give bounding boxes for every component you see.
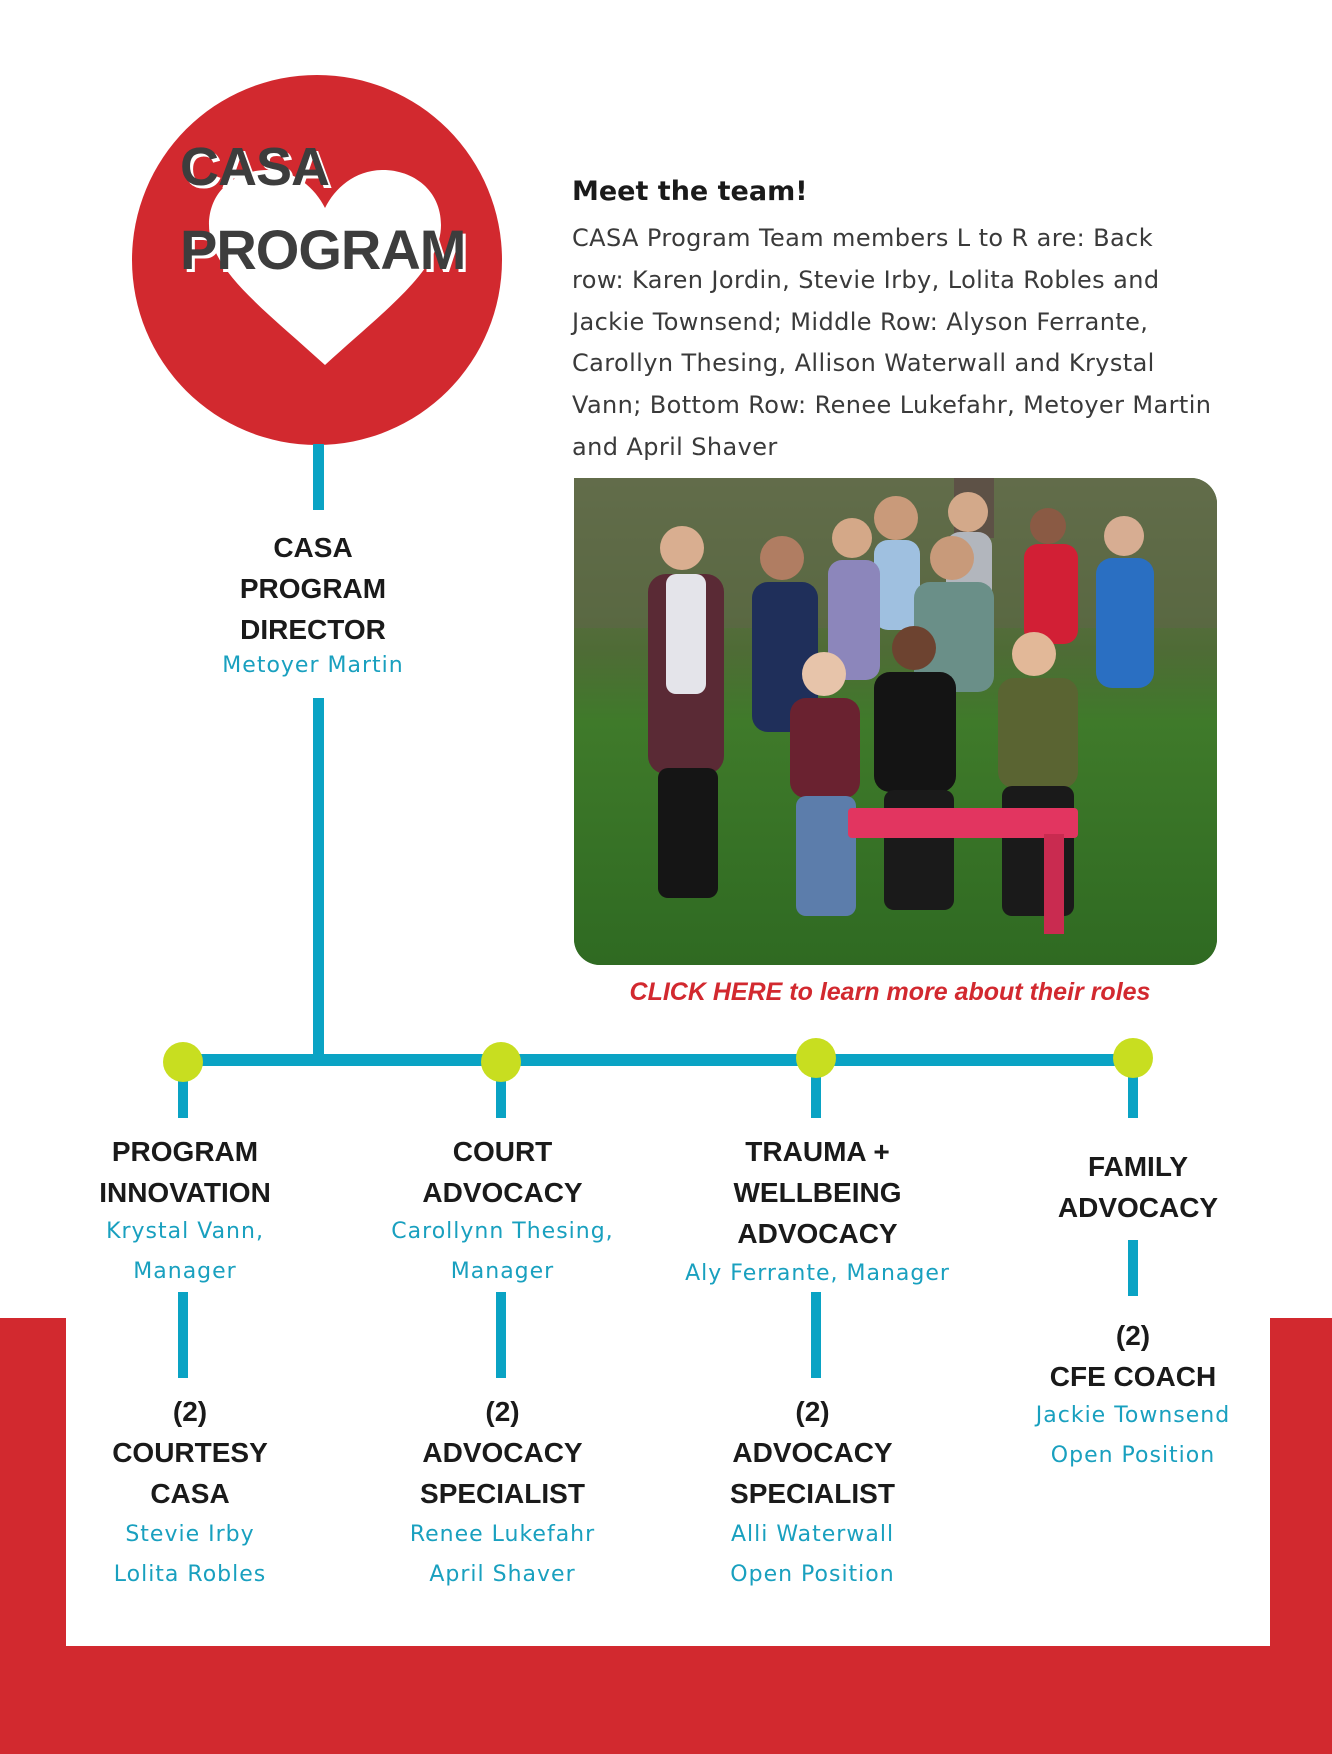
team-3-title-line-1: ADVOCACY: [732, 1437, 893, 1468]
learn-more-rest-text[interactable]: to learn more about their roles: [782, 978, 1151, 1006]
bottom-white-panel: [66, 1318, 1270, 1646]
click-here-text[interactable]: CLICK HERE: [629, 978, 783, 1006]
director-title: CASA PROGRAM DIRECTOR: [158, 527, 468, 650]
logo-casa-text: CASA: [180, 137, 330, 197]
team-photo: [574, 478, 1217, 965]
branch-4-title: FAMILY ADVOCACY: [993, 1146, 1283, 1228]
branch-1-title-line-1: PROGRAM: [111, 1136, 259, 1167]
branch-2-title-line-1: COURT: [452, 1136, 553, 1167]
team-4-title: (2) CFE COACH: [988, 1315, 1278, 1397]
connector-logo-director: [313, 444, 324, 510]
branch-3-manager-line-1: Aly Ferrante, Manager: [685, 1261, 950, 1286]
branch-3-title-line-1: TRAUMA +: [745, 1136, 890, 1167]
team-3-member-2: Open Position: [730, 1562, 895, 1587]
team-1-member-2: Lolita Robles: [113, 1562, 267, 1587]
connector-director-bus: [313, 698, 324, 1060]
node-dot-3: [796, 1038, 836, 1078]
branch-4-title-line-1: FAMILY: [1087, 1151, 1189, 1182]
team-1-members: Stevie Irby Lolita Robles: [40, 1515, 340, 1595]
team-2-title-line-2: SPECIALIST: [420, 1478, 585, 1509]
branch-3-title: TRAUMA + WELLBEING ADVOCACY: [660, 1131, 975, 1254]
branch-2-title-line-2: ADVOCACY: [422, 1177, 583, 1208]
branch-3-title-line-3: ADVOCACY: [737, 1218, 898, 1249]
team-4-member-1: Jackie Townsend: [1035, 1403, 1231, 1428]
connector-team-4: [1128, 1240, 1138, 1296]
connector-team-1: [178, 1292, 188, 1378]
connector-branch-2: [496, 1060, 506, 1118]
team-1-count: (2): [172, 1396, 208, 1427]
team-photo-illustration: [574, 478, 1217, 965]
director-title-line-3: DIRECTOR: [240, 614, 386, 645]
team-2-count: (2): [485, 1396, 520, 1427]
branch-1-title: PROGRAM INNOVATION: [40, 1131, 330, 1213]
team-1-title-line-1: COURTESY: [112, 1437, 268, 1468]
team-2-members: Renee Lukefahr April Shaver: [355, 1515, 650, 1595]
team-2-title-line-1: ADVOCACY: [422, 1437, 583, 1468]
team-1-title: (2) COURTESY CASA: [40, 1391, 340, 1514]
branch-1-manager: Krystal Vann, Manager: [40, 1212, 330, 1292]
branch-2-manager-line-1: Carollynn Thesing,: [391, 1219, 614, 1244]
team-4-members: Jackie Townsend Open Position: [978, 1396, 1288, 1476]
team-4-title-line-1: CFE COACH: [1049, 1361, 1217, 1392]
team-3-members: Alli Waterwall Open Position: [660, 1515, 965, 1595]
branch-3-manager: Aly Ferrante, Manager: [650, 1254, 985, 1294]
team-1-title-line-2: CASA: [150, 1478, 230, 1509]
team-3-title-line-2: SPECIALIST: [730, 1478, 895, 1509]
team-3-title: (2) ADVOCACY SPECIALIST: [660, 1391, 965, 1514]
heart-icon: [209, 170, 441, 365]
learn-more-link[interactable]: CLICK HERE to learn more about their rol…: [560, 978, 1220, 1007]
branch-2-manager-line-2: Manager: [450, 1259, 555, 1284]
branch-1-title-line-2: INNOVATION: [99, 1177, 271, 1208]
connector-horizontal-bus: [183, 1054, 1133, 1066]
team-3-count: (2): [795, 1396, 830, 1427]
team-4-count: (2): [1115, 1320, 1151, 1351]
branch-2-title: COURT ADVOCACY: [355, 1131, 650, 1213]
director-title-line-2: PROGRAM: [239, 573, 387, 604]
logo-program-text: PROGRAM: [180, 218, 466, 281]
connector-branch-1: [178, 1060, 188, 1118]
team-2-member-1: Renee Lukefahr: [409, 1522, 596, 1547]
node-dot-1: [163, 1042, 203, 1082]
team-1-member-1: Stevie Irby: [125, 1522, 255, 1547]
branch-3-title-line-2: WELLBEING: [733, 1177, 902, 1208]
director-title-line-1: CASA: [273, 532, 353, 563]
connector-team-2: [496, 1292, 506, 1378]
branch-4-title-line-2: ADVOCACY: [1057, 1192, 1219, 1223]
node-dot-2: [481, 1042, 521, 1082]
branch-1-manager-line-1: Krystal Vann,: [106, 1219, 264, 1244]
connector-branch-3: [811, 1060, 821, 1118]
connector-team-3: [811, 1292, 821, 1378]
meet-team-heading: Meet the team!: [572, 176, 808, 207]
team-2-member-2: April Shaver: [429, 1562, 576, 1587]
meet-team-description: CASA Program Team members L to R are: Ba…: [572, 224, 1212, 461]
branch-1-manager-line-2: Manager: [133, 1259, 237, 1284]
team-4-member-2: Open Position: [1050, 1443, 1216, 1468]
connector-branch-4: [1128, 1060, 1138, 1118]
branch-2-manager: Carollynn Thesing, Manager: [355, 1212, 650, 1292]
team-3-member-1: Alli Waterwall: [730, 1522, 895, 1547]
team-2-title: (2) ADVOCACY SPECIALIST: [355, 1391, 650, 1514]
director-name: Metoyer Martin: [222, 653, 404, 678]
node-dot-4: [1113, 1038, 1153, 1078]
